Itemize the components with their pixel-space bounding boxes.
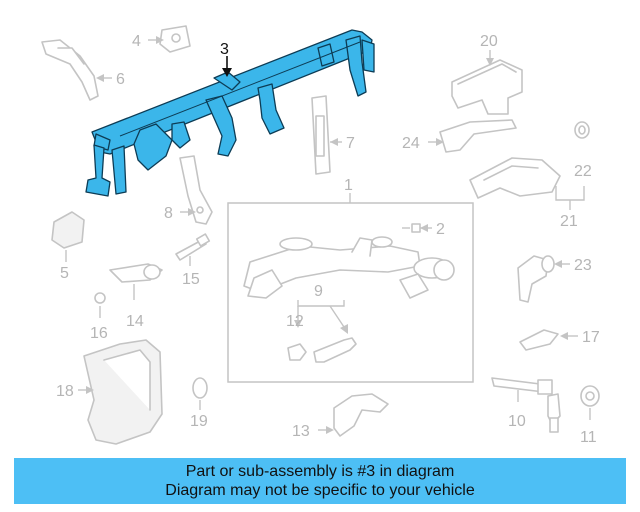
part-6-brace[interactable] xyxy=(41,39,99,101)
part-18-knee-bolster[interactable] xyxy=(83,339,163,445)
part-22-grommet[interactable] xyxy=(574,121,590,139)
banner-line-2: Diagram may not be specific to your vehi… xyxy=(165,482,475,499)
callout-1[interactable]: 1 xyxy=(344,177,353,194)
part-8-bracket[interactable] xyxy=(179,155,213,225)
callout-23[interactable]: 23 xyxy=(574,257,592,274)
part-12-bushing[interactable] xyxy=(287,343,307,361)
part-13-bracket[interactable] xyxy=(333,393,389,437)
callout-5[interactable]: 5 xyxy=(60,265,69,282)
part-19-seal[interactable] xyxy=(192,377,208,399)
callout-22[interactable]: 22 xyxy=(574,163,592,180)
callout-11[interactable]: 11 xyxy=(580,429,597,446)
callout-4[interactable]: 4 xyxy=(132,33,141,50)
callout-19[interactable]: 19 xyxy=(190,413,208,430)
callout-18[interactable]: 18 xyxy=(56,383,74,400)
part-16-nut[interactable] xyxy=(94,292,106,304)
callout-24[interactable]: 24 xyxy=(402,135,420,152)
part-24-switch[interactable] xyxy=(439,119,517,153)
callout-6[interactable]: 6 xyxy=(116,71,125,88)
part-10-lock-cylinder[interactable] xyxy=(491,377,561,433)
callout-3[interactable]: 3 xyxy=(220,41,229,58)
part-9-shaft[interactable] xyxy=(313,337,357,363)
info-banner: Part or sub-assembly is #3 in diagram Di… xyxy=(14,458,626,504)
callout-20[interactable]: 20 xyxy=(480,33,498,50)
callout-16[interactable]: 16 xyxy=(90,325,108,342)
callout-21[interactable]: 21 xyxy=(560,213,578,230)
callout-12[interactable]: 12 xyxy=(286,313,304,330)
cross-car-beam-part-3[interactable] xyxy=(85,29,375,197)
part-11-washer[interactable] xyxy=(580,385,600,407)
part-23-handle[interactable] xyxy=(517,255,555,303)
part-7-plate[interactable] xyxy=(311,95,331,175)
part-4-bracket[interactable] xyxy=(159,25,191,53)
callout-7[interactable]: 7 xyxy=(346,135,355,152)
callout-10[interactable]: 10 xyxy=(508,413,526,430)
callout-2[interactable]: 2 xyxy=(436,221,445,238)
part-20-column-cover[interactable] xyxy=(451,59,523,115)
part-15-bolt[interactable] xyxy=(175,233,211,261)
part-5-pad[interactable] xyxy=(51,211,85,249)
part-14-clip[interactable] xyxy=(109,263,163,283)
callout-9[interactable]: 9 xyxy=(314,283,323,300)
callout-8[interactable]: 8 xyxy=(164,205,173,222)
part-21-column-cover-lower[interactable] xyxy=(469,157,561,199)
callout-14[interactable]: 14 xyxy=(126,313,144,330)
part-17-lever[interactable] xyxy=(519,329,559,351)
callout-15[interactable]: 15 xyxy=(182,271,200,288)
steering-column-assembly[interactable] xyxy=(243,236,455,299)
callout-17[interactable]: 17 xyxy=(582,329,600,346)
callout-13[interactable]: 13 xyxy=(292,423,310,440)
banner-line-1: Part or sub-assembly is #3 in diagram xyxy=(185,463,455,480)
